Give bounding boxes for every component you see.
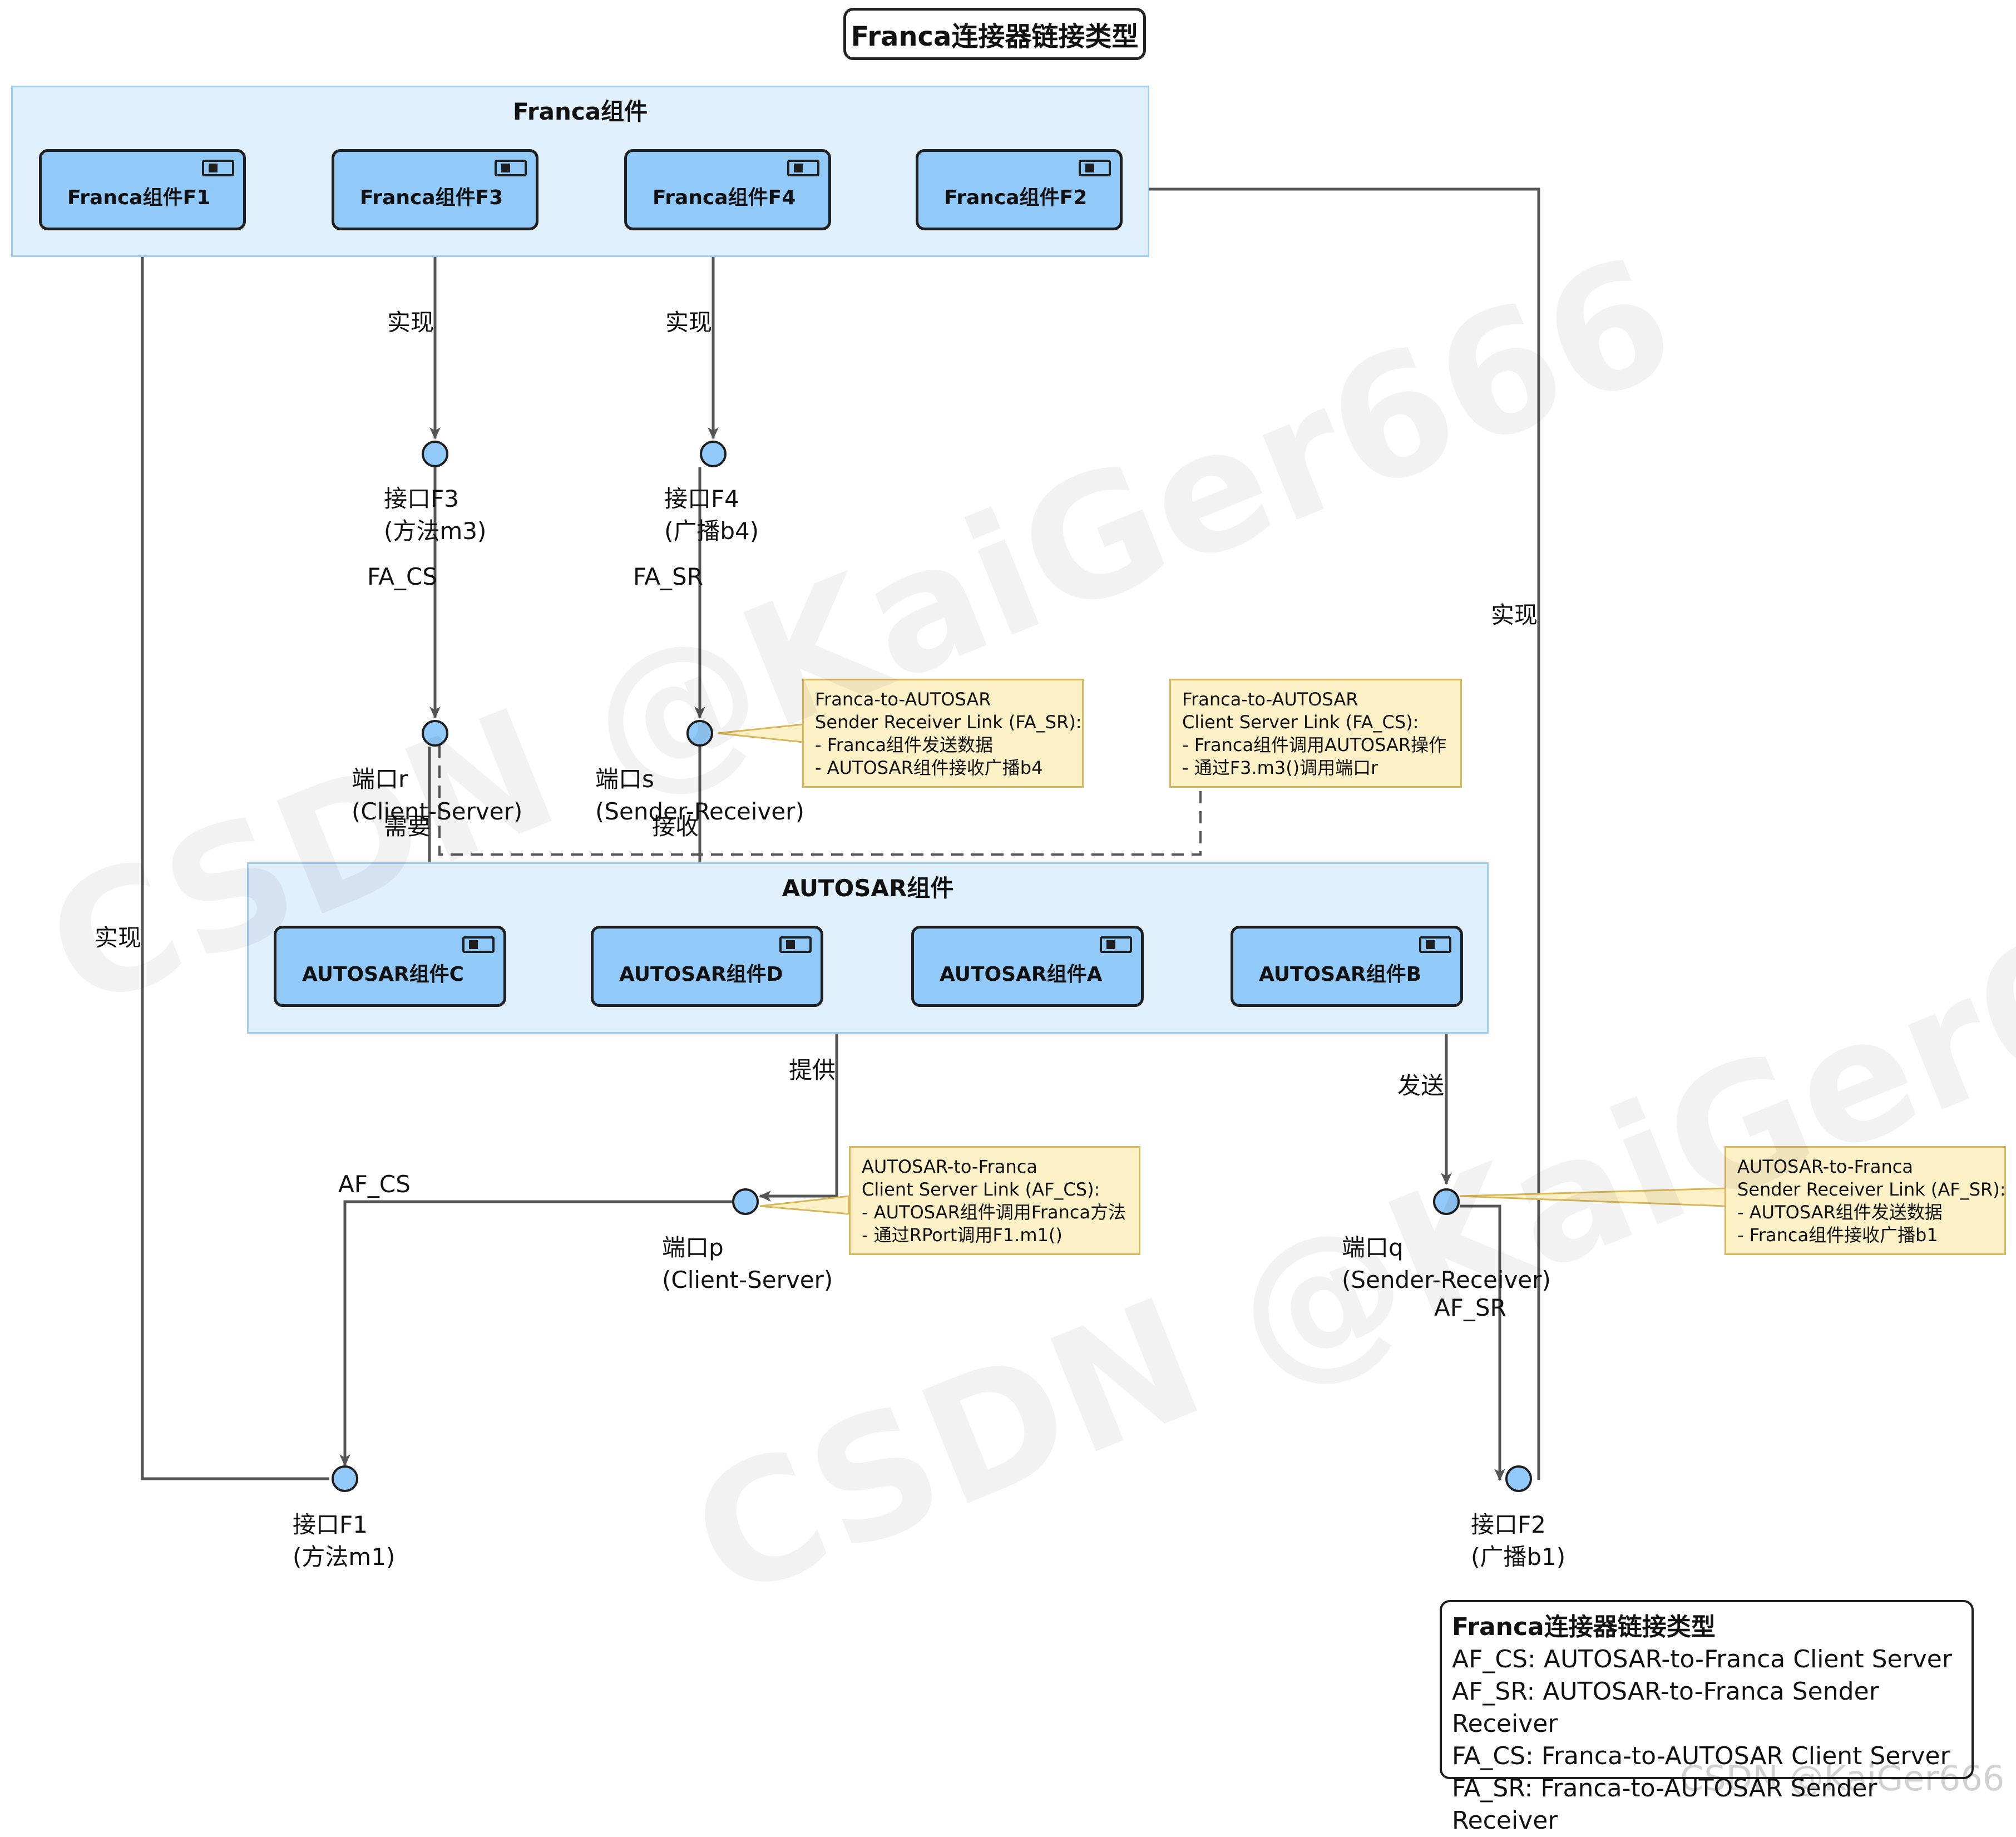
component-icon [787,160,819,176]
port-s-label: 端口s (Sender-Receiver) [595,766,804,825]
edge-f2-realize [1120,184,1540,1480]
component-label: Franca组件F1 [67,186,211,209]
component-label: Franca组件F2 [944,186,1088,209]
legend-item: AF_SR: AUTOSAR-to-Franca Sender Receiver [1452,1677,1879,1738]
port-s[interactable] [686,720,713,747]
component-icon [1100,936,1132,953]
legend-item: AF_CS: AUTOSAR-to-Franca Client Server [1452,1645,1952,1673]
component-autosar-a[interactable]: AUTOSAR组件A [911,926,1144,1007]
component-icon [1079,160,1111,176]
note-fa-sr: Franca-to-AUTOSAR Sender Receiver Link (… [802,679,1084,788]
edge-label-realize-f4: 实现 [665,309,713,336]
interface-f3[interactable] [422,441,448,467]
port-r-label: 端口r (Client-Server) [352,766,523,825]
edge-af-sr [1460,1204,1505,1481]
note-link-fa-cs [438,745,1202,856]
port-p[interactable] [732,1188,759,1215]
interface-f4-label: 接口F4 (广播b4) [664,485,759,545]
component-icon [779,936,812,953]
component-icon [1419,936,1451,953]
component-autosar-c[interactable]: AUTOSAR组件C [274,926,506,1007]
legend-title: Franca连接器链接类型 [1452,1613,1716,1641]
port-p-label: 端口p (Client-Server) [662,1234,833,1293]
edge-f1-realize [137,228,329,1480]
component-icon [462,936,495,953]
edge-af-cs [339,1200,732,1466]
edge-label-realize-f2: 实现 [1491,601,1538,629]
component-franca-f3[interactable]: Franca组件F3 [332,149,538,230]
interface-f1-label: 接口F1 (方法m1) [293,1511,396,1571]
interface-f3-label: 接口F3 (方法m3) [384,485,487,545]
component-label: AUTOSAR组件D [619,963,783,986]
component-label: Franca组件F4 [653,186,796,209]
note-pointer-af-cs [759,1195,850,1215]
interface-f2-label: 接口F2 (广播b1) [1471,1511,1566,1571]
component-label: AUTOSAR组件C [302,963,465,986]
edge-label-provide: 提供 [789,1056,836,1084]
component-label: AUTOSAR组件B [1259,963,1422,986]
component-franca-f2[interactable]: Franca组件F2 [916,149,1123,230]
note-af-cs: AUTOSAR-to-Franca Client Server Link (AF… [849,1146,1140,1255]
port-q[interactable] [1433,1188,1460,1215]
component-autosar-d[interactable]: AUTOSAR组件D [591,926,823,1007]
diagram-title: Franca连接器链接类型 [843,8,1146,60]
component-autosar-b[interactable]: AUTOSAR组件B [1231,926,1463,1007]
edge-label-send: 发送 [1397,1072,1445,1099]
component-icon [495,160,527,176]
interface-f2[interactable] [1505,1465,1532,1492]
edge-label-af-cs: AF_CS [338,1171,411,1198]
franca-package-title: Franca组件 [512,98,648,125]
legend-item: FA_CS: Franca-to-AUTOSAR Client Server [1452,1742,1950,1770]
edge-label-af-sr: AF_SR [1434,1294,1506,1321]
autosar-package-title: AUTOSAR组件 [782,875,954,902]
note-af-sr: AUTOSAR-to-Franca Sender Receiver Link (… [1725,1146,2006,1255]
edge-label-realize-f3: 实现 [387,309,434,336]
interface-f4[interactable] [700,441,727,467]
component-franca-f1[interactable]: Franca组件F1 [39,149,246,230]
component-franca-f4[interactable]: Franca组件F4 [624,149,831,230]
component-label: AUTOSAR组件A [940,963,1103,986]
edge-label-fa-sr: FA_SR [633,563,703,590]
watermark-corner: CSDN @KaiGer666 [1680,1758,2005,1799]
edge-label-receive: 接收 [652,813,699,840]
edge-label-fa-cs: FA_CS [367,563,438,590]
note-fa-cs: Franca-to-AUTOSAR Client Server Link (FA… [1169,679,1462,788]
component-label: Franca组件F3 [360,186,503,209]
edge-label-realize-f1: 实现 [95,924,142,951]
edge-label-require: 需要 [384,813,431,840]
component-icon [202,160,234,176]
legend: Franca连接器链接类型 AF_CS: AUTOSAR-to-Franca C… [1440,1600,1974,1835]
port-q-label: 端口q (Sender-Receiver) [1342,1234,1551,1293]
port-r[interactable] [422,720,448,747]
interface-f1[interactable] [332,1465,358,1492]
